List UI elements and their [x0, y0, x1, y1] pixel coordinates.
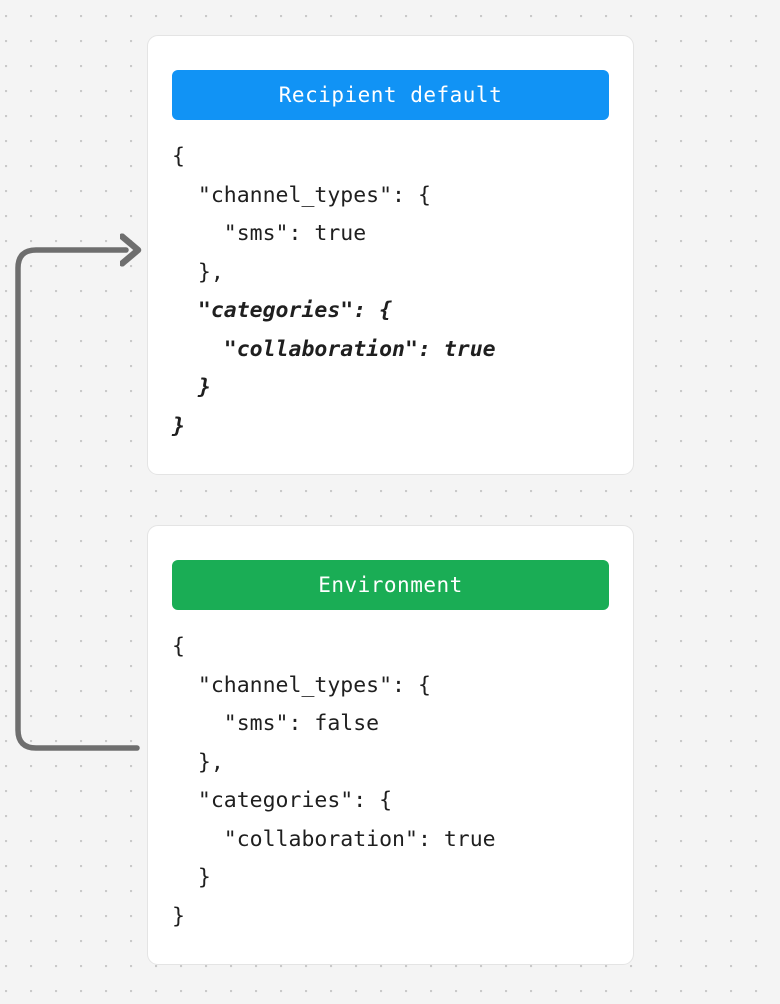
code-line: "channel_types": {	[172, 182, 431, 208]
code-block-recipient-default: { "channel_types": { "sms": true }, "cat…	[172, 138, 609, 446]
card-recipient-default: Recipient default { "channel_types": { "…	[147, 35, 634, 475]
code-line: "categories": {	[172, 788, 393, 813]
diagram-cards-column: Recipient default { "channel_types": { "…	[147, 35, 634, 965]
code-line: }	[172, 375, 211, 400]
card-header-environment: Environment	[172, 560, 609, 610]
card-environment: Environment { "channel_types": { "sms": …	[147, 525, 634, 965]
code-line: },	[172, 749, 224, 775]
code-line: "categories": {	[172, 298, 393, 323]
code-line: {	[172, 634, 185, 659]
code-block-environment: { "channel_types": { "sms": false }, "ca…	[172, 628, 609, 936]
code-line: }	[172, 903, 185, 929]
code-line: }	[172, 413, 185, 439]
inheritance-arrow	[15, 250, 137, 751]
code-line: "sms": false	[172, 711, 380, 736]
code-line: "collaboration": true	[172, 826, 496, 852]
code-line: },	[172, 259, 224, 285]
code-line: "collaboration": true	[172, 336, 496, 362]
code-line: "channel_types": {	[172, 672, 431, 698]
code-line: }	[172, 865, 211, 890]
code-line: "sms": true	[172, 221, 367, 246]
code-line: {	[172, 144, 185, 169]
card-header-recipient-default: Recipient default	[172, 70, 609, 120]
